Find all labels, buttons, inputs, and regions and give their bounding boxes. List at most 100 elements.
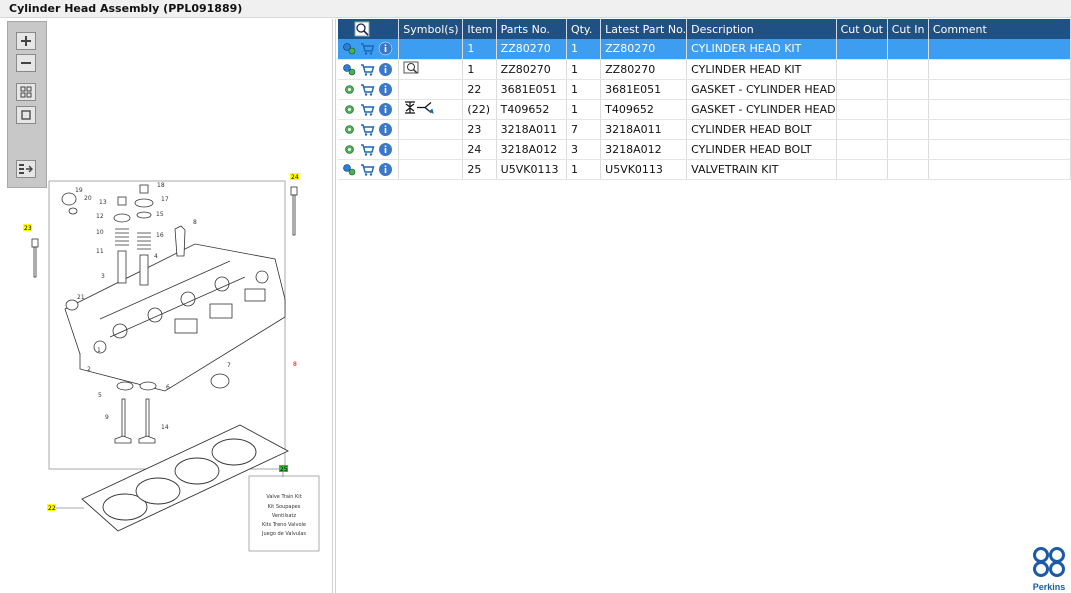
item-cell: (22) <box>462 99 497 120</box>
callout-1: 1 <box>97 347 101 354</box>
gears-icon[interactable] <box>342 162 357 177</box>
zoom-out-button[interactable] <box>16 54 36 72</box>
callout-15: 15 <box>156 211 164 218</box>
description-cell: CYLINDER HEAD KIT <box>686 39 837 60</box>
callout-10: 10 <box>96 229 104 236</box>
gear-icon[interactable] <box>342 102 357 117</box>
cut-in-cell <box>887 159 929 180</box>
exploded-parts-diagram[interactable]: Valve Train Kit Kit Soupapes Ventilsatz … <box>0 19 333 593</box>
comment-cell <box>928 139 1071 160</box>
column-header-qty[interactable]: Qty. <box>566 19 602 39</box>
info-icon[interactable] <box>378 102 393 117</box>
latest-part-cell: U5VK0113 <box>600 159 688 180</box>
gears-icon[interactable] <box>342 62 357 77</box>
title-bar: Cylinder Head Assembly (PPL091889) <box>0 0 1071 18</box>
callout-18: 18 <box>157 182 165 189</box>
column-header-cut-in[interactable]: Cut In <box>887 19 929 39</box>
cart-icon[interactable] <box>360 82 375 97</box>
info-icon[interactable] <box>378 162 393 177</box>
cart-icon[interactable] <box>360 41 375 56</box>
table-row[interactable]: 1 ZZ80270 1 ZZ80270 CYLINDER HEAD KIT <box>338 59 1071 80</box>
comment-cell <box>928 99 1071 120</box>
column-header-latest-part-no[interactable]: Latest Part No. <box>600 19 688 39</box>
row-actions <box>342 41 398 56</box>
item-cell: 24 <box>462 139 497 160</box>
column-header-parts-no[interactable]: Parts No. <box>496 19 567 39</box>
column-header-item[interactable]: Item <box>462 19 497 39</box>
row-actions <box>342 162 398 177</box>
callout-8: 8 <box>193 219 197 226</box>
gears-icon[interactable] <box>342 41 357 56</box>
item-cell: 23 <box>462 119 497 140</box>
kit-illustration-icon <box>403 61 419 74</box>
cart-icon[interactable] <box>360 162 375 177</box>
comment-cell <box>928 39 1071 60</box>
cut-out-cell <box>836 119 888 140</box>
gear-icon[interactable] <box>342 82 357 97</box>
column-header-actions[interactable] <box>338 19 400 39</box>
cut-in-cell <box>887 79 929 100</box>
diagram-panel[interactable]: Valve Train Kit Kit Soupapes Ventilsatz … <box>0 19 333 593</box>
table-row[interactable]: 1 ZZ80270 1 ZZ80270 CYLINDER HEAD KIT <box>338 39 1071 60</box>
table-row[interactable]: 22 3681E051 1 3681E051 GASKET - CYLINDER… <box>338 79 1071 100</box>
callout-22: 22 <box>48 505 56 512</box>
window-title: Cylinder Head Assembly (PPL091889) <box>9 2 243 15</box>
callout-6: 6 <box>166 384 170 391</box>
legend-line-2: Kit Soupapes <box>268 504 301 510</box>
info-icon[interactable] <box>378 82 393 97</box>
table-row[interactable]: (22) T409652 1 T409652 GASKET - CYLINDER… <box>338 99 1071 120</box>
toggle-panel-button[interactable] <box>16 160 36 178</box>
symbols-cell <box>398 99 464 120</box>
fit-icon <box>20 86 32 98</box>
plus-icon <box>21 36 31 46</box>
legend-line-5: Juego de Valvulas <box>261 531 306 537</box>
info-icon[interactable] <box>378 142 393 157</box>
cart-icon[interactable] <box>360 122 375 137</box>
callout-23: 23 <box>24 225 32 232</box>
zoom-in-button[interactable] <box>16 32 36 50</box>
symbols-cell <box>398 139 464 160</box>
column-header-cut-out[interactable]: Cut Out <box>836 19 888 39</box>
symbols-cell <box>398 39 464 60</box>
legend-line-1: Valve Train Kit <box>266 494 301 500</box>
cut-in-cell <box>887 39 929 60</box>
cut-out-cell <box>836 79 888 100</box>
cut-out-cell <box>836 39 888 60</box>
qty-cell: 1 <box>566 79 602 100</box>
cart-icon[interactable] <box>360 102 375 117</box>
square-icon <box>21 110 31 120</box>
comment-cell <box>928 159 1071 180</box>
cart-icon[interactable] <box>360 142 375 157</box>
callout-14: 14 <box>161 424 169 431</box>
info-icon[interactable] <box>378 62 393 77</box>
parts-list-panel: Symbol(s) Item Parts No. Qty. Latest Par… <box>335 19 1071 593</box>
table-row[interactable]: 25 U5VK0113 1 U5VK0113 VALVETRAIN KIT <box>338 159 1071 180</box>
gear-icon[interactable] <box>342 122 357 137</box>
table-row[interactable]: 24 3218A012 3 3218A012 CYLINDER HEAD BOL… <box>338 139 1071 160</box>
brand-name: Perkins <box>1032 582 1066 592</box>
qty-cell: 1 <box>566 59 602 80</box>
legend-line-4: Kits Treno Valvole <box>262 522 306 528</box>
perkins-logo-icon <box>1033 547 1065 577</box>
info-icon[interactable] <box>378 41 393 56</box>
table-header-row: Symbol(s) Item Parts No. Qty. Latest Par… <box>338 19 1071 39</box>
part-number-cell: U5VK0113 <box>496 159 567 180</box>
cut-in-cell <box>887 99 929 120</box>
callout-4: 4 <box>154 253 158 260</box>
column-header-description[interactable]: Description <box>686 19 837 39</box>
comment-cell <box>928 59 1071 80</box>
gear-icon[interactable] <box>342 142 357 157</box>
cart-icon[interactable] <box>360 62 375 77</box>
qty-cell: 1 <box>566 159 602 180</box>
part-number-cell: T409652 <box>496 99 567 120</box>
cut-in-cell <box>887 139 929 160</box>
table-row[interactable]: 23 3218A011 7 3218A011 CYLINDER HEAD BOL… <box>338 119 1071 140</box>
info-icon[interactable] <box>378 122 393 137</box>
column-header-symbols[interactable]: Symbol(s) <box>398 19 464 39</box>
actual-size-button[interactable] <box>16 106 36 124</box>
fit-to-window-button[interactable] <box>16 83 36 101</box>
callout-17: 17 <box>161 196 169 203</box>
column-header-comment[interactable]: Comment <box>928 19 1071 39</box>
cut-in-cell <box>887 59 929 80</box>
part-number-cell: 3218A011 <box>496 119 567 140</box>
